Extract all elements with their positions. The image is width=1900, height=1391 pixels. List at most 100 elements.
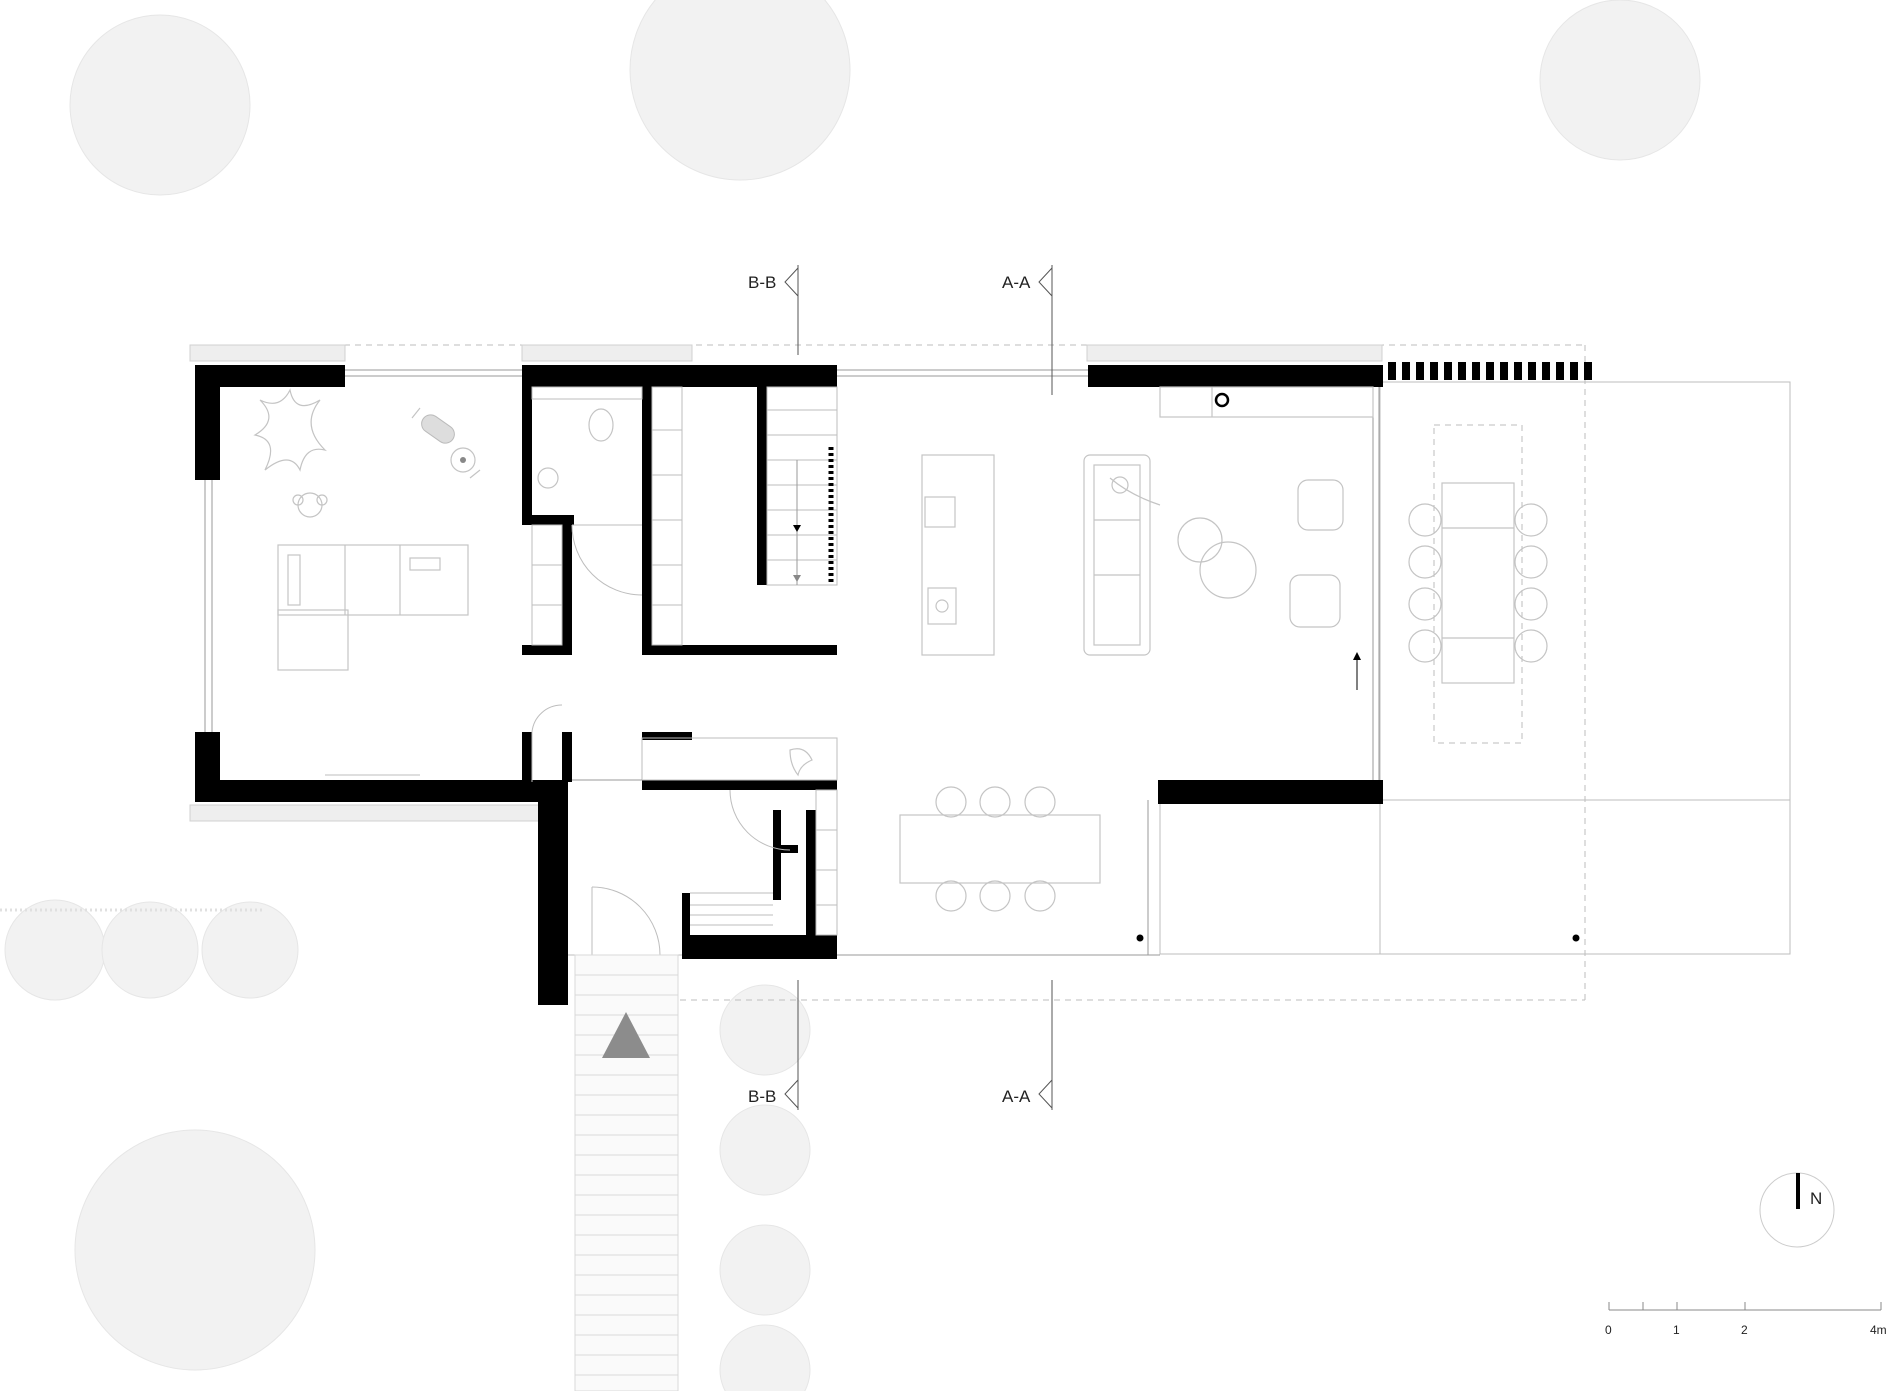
coffee-table-icon	[1199, 541, 1257, 599]
side-table-icon	[1177, 517, 1223, 563]
tree-canopy	[201, 901, 299, 999]
wall	[522, 515, 574, 525]
terrace-dining	[899, 786, 1580, 942]
tree-canopy	[69, 14, 251, 196]
tree-canopy	[1539, 0, 1701, 161]
wall	[682, 935, 837, 959]
armchair-icon	[1297, 479, 1344, 531]
wall	[522, 732, 532, 782]
wall	[522, 645, 572, 655]
wall	[773, 810, 781, 900]
tree-canopy	[719, 1324, 811, 1391]
scale-tick-label: 2	[1741, 1323, 1748, 1337]
living-room-furniture	[253, 388, 481, 671]
door-swing	[571, 524, 643, 596]
entrance-arrow-icon	[602, 1012, 650, 1058]
wall	[642, 732, 692, 740]
wc-fixtures	[531, 386, 643, 596]
column-icon	[1136, 934, 1144, 942]
roof-outline	[190, 344, 1586, 1001]
section-label-bb-top: B-B	[748, 273, 776, 292]
kitchen-island	[921, 454, 995, 656]
walls	[195, 365, 1383, 1005]
scale-bar: 0 1 2 4m	[1605, 1302, 1887, 1337]
wall	[1158, 780, 1383, 804]
toilet-icon	[588, 408, 614, 442]
dining-table-icon	[1441, 482, 1515, 684]
wall	[642, 645, 837, 655]
section-label-aa-top: A-A	[1002, 273, 1031, 292]
terrace-outline	[1159, 381, 1791, 955]
section-lines	[784, 265, 1053, 1110]
tree-canopy	[101, 901, 199, 999]
section-label-bb-bottom: B-B	[748, 1087, 776, 1106]
wall	[562, 732, 572, 782]
wall	[538, 780, 568, 1005]
wall	[1088, 365, 1383, 387]
bicycle-icon	[450, 447, 476, 473]
section-label-aa-bottom: A-A	[1002, 1087, 1031, 1106]
armchair-icon	[1289, 574, 1341, 628]
tree-canopy	[74, 1129, 316, 1371]
chair-icon	[1514, 587, 1548, 621]
scale-tick-label: 1	[1673, 1323, 1680, 1337]
wall	[642, 385, 652, 530]
sofa-chaise-icon	[277, 609, 349, 671]
chair-icon	[1514, 503, 1548, 537]
door-swing	[591, 886, 661, 956]
kitchen	[921, 386, 1374, 656]
chair-icon	[979, 786, 1011, 818]
sofa-icon	[277, 544, 469, 616]
wall	[806, 810, 816, 935]
dining-table-icon	[899, 814, 1101, 884]
site-trees	[4, 0, 1701, 1391]
entry-bench	[531, 704, 838, 782]
tree-canopy	[719, 1224, 811, 1316]
wall	[773, 845, 798, 853]
sofa-icon	[1083, 454, 1151, 656]
wall	[195, 365, 345, 387]
chair-icon	[1024, 880, 1056, 912]
tree-canopy	[629, 0, 851, 181]
wall	[642, 520, 652, 655]
shelving	[531, 386, 838, 936]
scale-tick-label: 0	[1605, 1323, 1612, 1337]
lounge-furniture	[1083, 454, 1344, 656]
north-label: N	[1810, 1189, 1822, 1208]
entrance	[568, 779, 791, 956]
wall	[195, 780, 540, 802]
sink-icon	[1214, 392, 1230, 408]
north-arrow: N	[1759, 1172, 1835, 1248]
wall	[562, 515, 572, 655]
column-icon	[1572, 934, 1580, 942]
tree-canopy	[719, 1104, 811, 1196]
insulation	[189, 344, 1383, 822]
chair-icon	[1514, 545, 1548, 579]
plant-icon	[253, 388, 327, 472]
outdoor-dining	[1408, 482, 1548, 684]
chair-icon	[979, 880, 1011, 912]
chair-icon	[1514, 629, 1548, 663]
tree-canopy	[719, 984, 811, 1076]
sink-icon	[924, 496, 956, 528]
chair-icon	[1408, 629, 1442, 663]
wall	[682, 893, 690, 943]
wall	[757, 385, 767, 585]
wall	[642, 780, 837, 790]
tree-canopy	[4, 899, 106, 1001]
staircase	[766, 386, 838, 586]
chair-icon	[1408, 545, 1442, 579]
chair-icon	[935, 880, 967, 912]
pergola-slats	[1388, 362, 1592, 380]
cooktop-icon	[927, 587, 957, 625]
scale-tick-label: 4m	[1870, 1323, 1887, 1337]
north-needle-icon	[1796, 1173, 1800, 1209]
wall	[522, 365, 837, 387]
wall	[522, 365, 532, 523]
chair-icon	[935, 786, 967, 818]
glazing	[204, 369, 1380, 956]
chair-icon	[1024, 786, 1056, 818]
basin-icon	[537, 467, 559, 489]
chair-icon	[1408, 503, 1442, 537]
